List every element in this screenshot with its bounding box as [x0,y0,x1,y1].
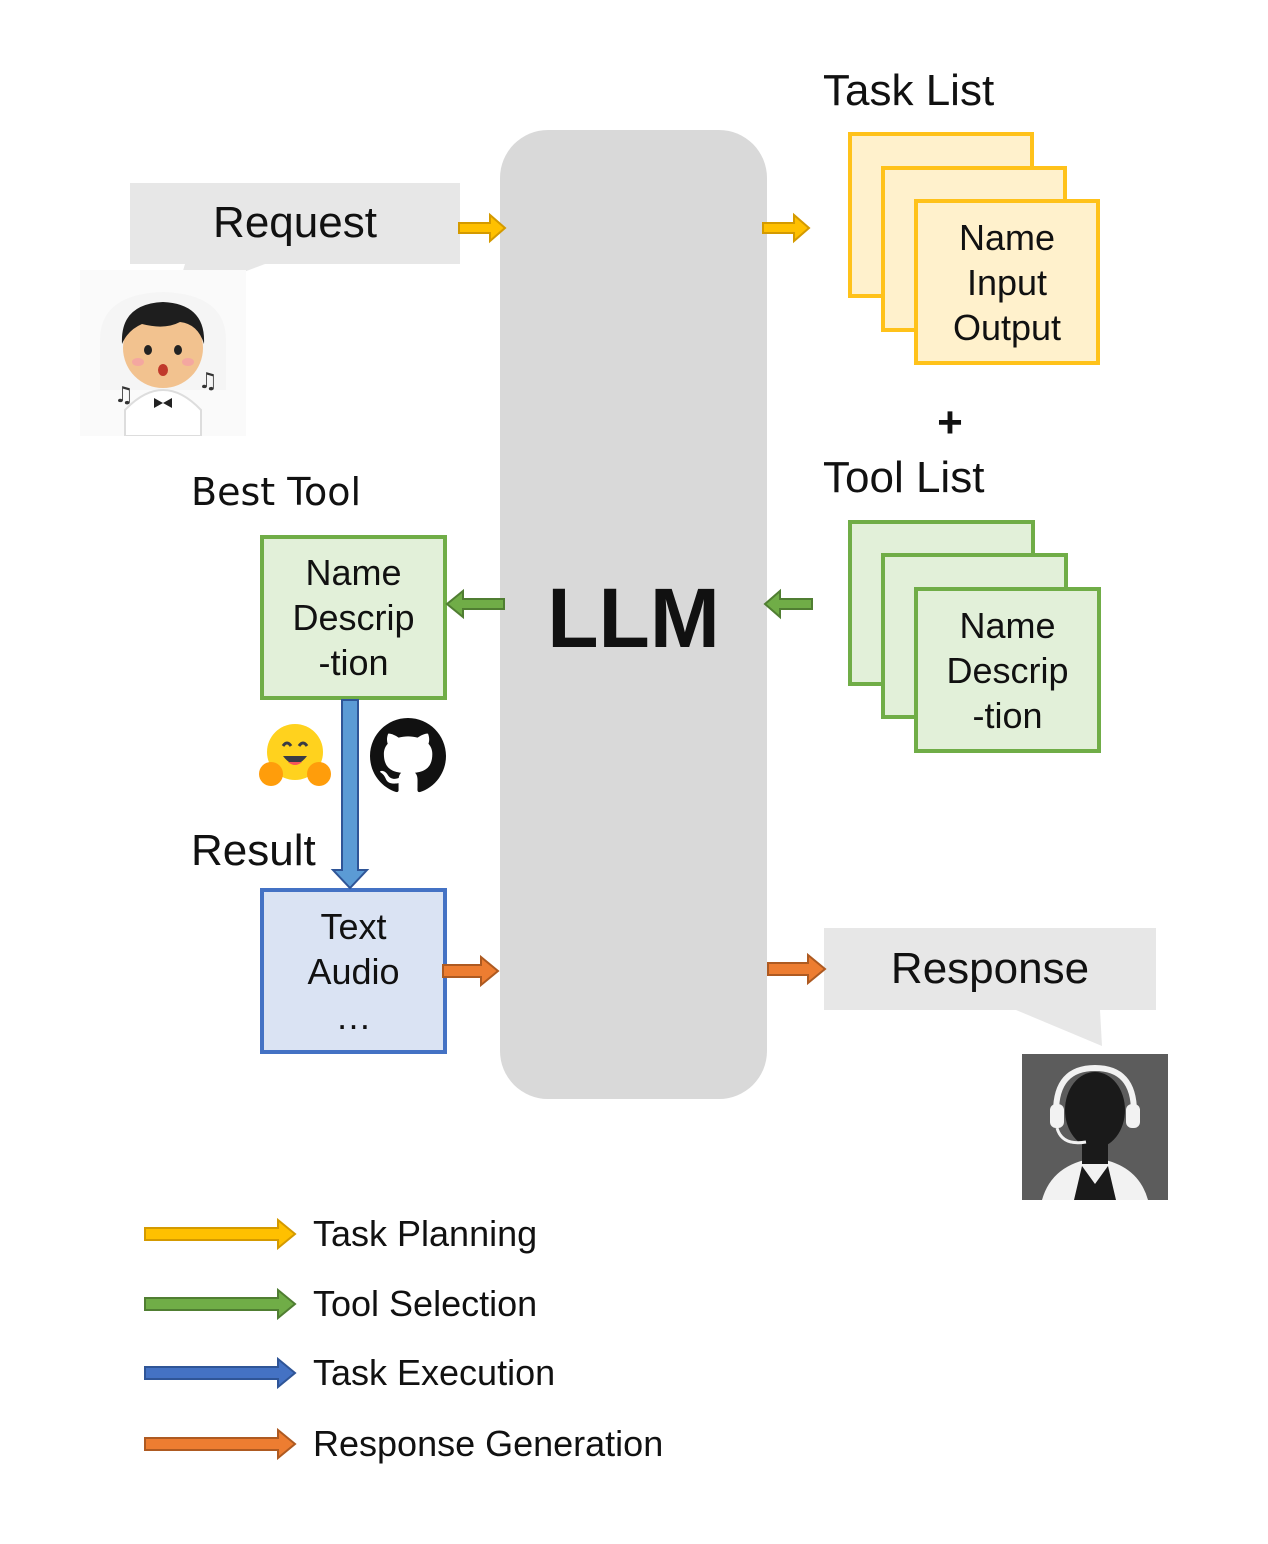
arrow-llm-to-best-tool [445,588,505,620]
arrow-tool-list-to-llm [763,588,813,620]
request-label: Request [213,198,377,247]
task-field-input: Input [966,261,1048,303]
result-card: Text Audio … [260,888,447,1054]
llm-label: LLM [547,571,720,665]
svg-text:♫: ♫ [114,383,134,408]
hugging-face-emoji-icon [259,724,331,786]
best-tool-card: Name Descrip -tion [260,535,447,700]
best-tool-field-descrip: Descrip [292,597,415,638]
request-bubble [130,183,460,298]
task-field-name: Name [958,216,1056,258]
best-tool-field-name: Name [305,552,402,593]
legend-arrow-task-execution [144,1357,297,1389]
legend-label-task-execution: Task Execution [313,1352,556,1393]
best-tool-title: Best Tool [191,470,362,514]
result-field-text: Text [320,905,387,947]
tool-field-tion: -tion [972,694,1043,736]
singing-boy-avatar: ♫ ♫ [80,270,246,436]
arrow-llm-to-task-list [762,212,811,244]
arrow-request-to-llm [458,212,507,244]
svg-text:♫: ♫ [198,369,218,394]
legend-item-tool-selection: Tool Selection [143,1283,537,1324]
arrow-best-tool-to-result [330,699,370,890]
llm-block [500,130,767,1099]
result-field-more: … [335,995,372,1037]
plus-sign: + [937,398,963,447]
task-list-title: Task List [823,66,995,115]
arrow-llm-to-response [767,952,827,986]
legend-item-response-generation: Response Generation [143,1423,663,1464]
legend-arrow-task-planning [144,1218,297,1250]
legend-arrow-tool-selection [144,1288,297,1320]
result-title: Result [191,826,316,875]
result-field-audio: Audio [307,950,400,992]
legend-label-task-planning: Task Planning [313,1213,538,1254]
tool-card-front: Name Descrip -tion [914,587,1101,753]
headset-agent-avatar [1022,1054,1168,1200]
github-icon [370,718,446,793]
legend-label-response-generation: Response Generation [313,1423,664,1464]
task-field-output: Output [952,306,1062,348]
response-label: Response [890,944,1090,993]
legend-arrow-response-generation [144,1428,297,1460]
tool-field-descrip: Descrip [946,649,1069,691]
tool-list-title: Tool List [823,453,985,502]
legend-label-tool-selection: Tool Selection [313,1283,538,1324]
response-bubble [824,928,1156,1046]
task-card-front: Name Input Output [914,199,1100,365]
arrow-result-to-llm [442,954,500,988]
best-tool-field-tion: -tion [318,642,389,683]
legend-item-task-planning: Task Planning [143,1213,537,1254]
tool-field-name: Name [959,604,1056,646]
legend-item-task-execution: Task Execution [143,1352,555,1393]
